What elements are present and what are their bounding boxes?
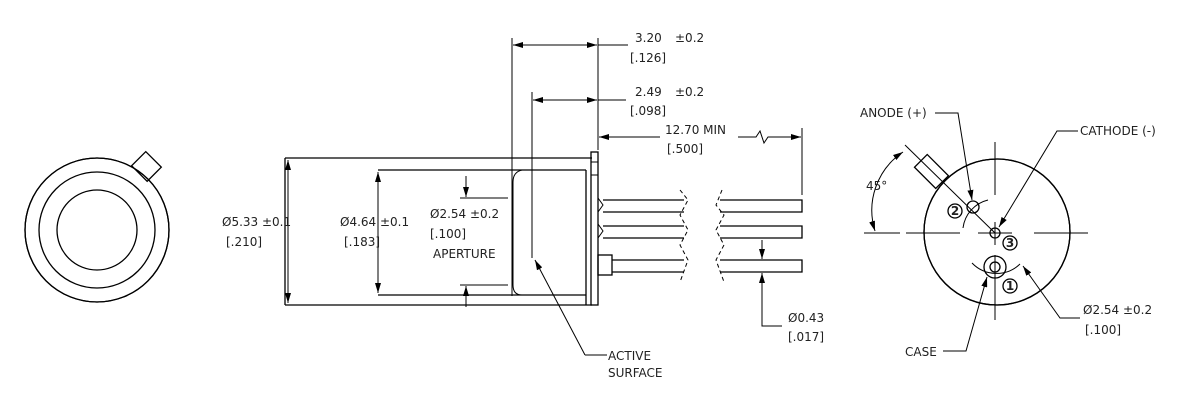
svg-text:1: 1 [1006, 279, 1014, 293]
active-surface-line2: SURFACE [608, 366, 663, 380]
dim-lead-dia-inch: [.017] [788, 330, 824, 344]
dim-outer-inch: [.210] [226, 235, 262, 249]
pin-circle-value: Ø2.54 ±0.2 [1083, 303, 1152, 317]
dim-depth-active-tol: ±0.2 [675, 85, 704, 99]
pin-number-2: 2 [947, 203, 963, 219]
dim-lead-length-inch: [.500] [667, 142, 703, 156]
pin-number-3: 3 [1002, 235, 1018, 251]
pin-1 [983, 255, 1007, 279]
pin-2 [966, 200, 980, 214]
front-view [24, 150, 170, 303]
dim-depth-total-value: 3.20 [635, 31, 662, 45]
dim-lead-dia-value: Ø0.43 [788, 311, 824, 325]
case-label: CASE [905, 345, 937, 359]
dim-depth-total-inch: [.126] [630, 51, 666, 65]
dim-outer-value: Ø5.33 ±0.1 [222, 215, 291, 229]
pin-3 [989, 227, 1001, 239]
pin-number-1: 1 [1002, 278, 1018, 294]
dim-depth-active-inch: [.098] [630, 104, 666, 118]
dim-depth-total-tol: ±0.2 [675, 31, 704, 45]
anode-label: ANODE (+) [860, 106, 927, 120]
svg-text:3: 3 [1006, 236, 1014, 250]
leads [597, 189, 803, 283]
svg-text:2: 2 [951, 204, 959, 218]
dim-inner-inch: [.183] [344, 235, 380, 249]
dim-depth-active-value: 2.49 [635, 85, 662, 99]
index-tab [130, 150, 163, 183]
active-surface-line1: ACTIVE [608, 349, 651, 363]
angle-label: 45° [866, 179, 887, 193]
side-view: Ø5.33 ±0.1 [.210] Ø4.64 ±0.1 [.183] Ø2.5… [222, 31, 824, 380]
dim-lead-length-value: 12.70 MIN [665, 123, 726, 137]
cathode-label: CATHODE (-) [1080, 124, 1156, 138]
dim-aperture-value: Ø2.54 ±0.2 [430, 207, 499, 221]
dim-aperture-inch: [.100] [430, 227, 466, 241]
aperture-label: APERTURE [433, 247, 496, 261]
pin-circle-inch: [.100] [1085, 323, 1121, 337]
dim-inner-value: Ø4.64 ±0.1 [340, 215, 409, 229]
pin-view: 45° 2 3 1 ANODE (+) CATHODE (-) CASE Ø2.… [860, 106, 1156, 359]
